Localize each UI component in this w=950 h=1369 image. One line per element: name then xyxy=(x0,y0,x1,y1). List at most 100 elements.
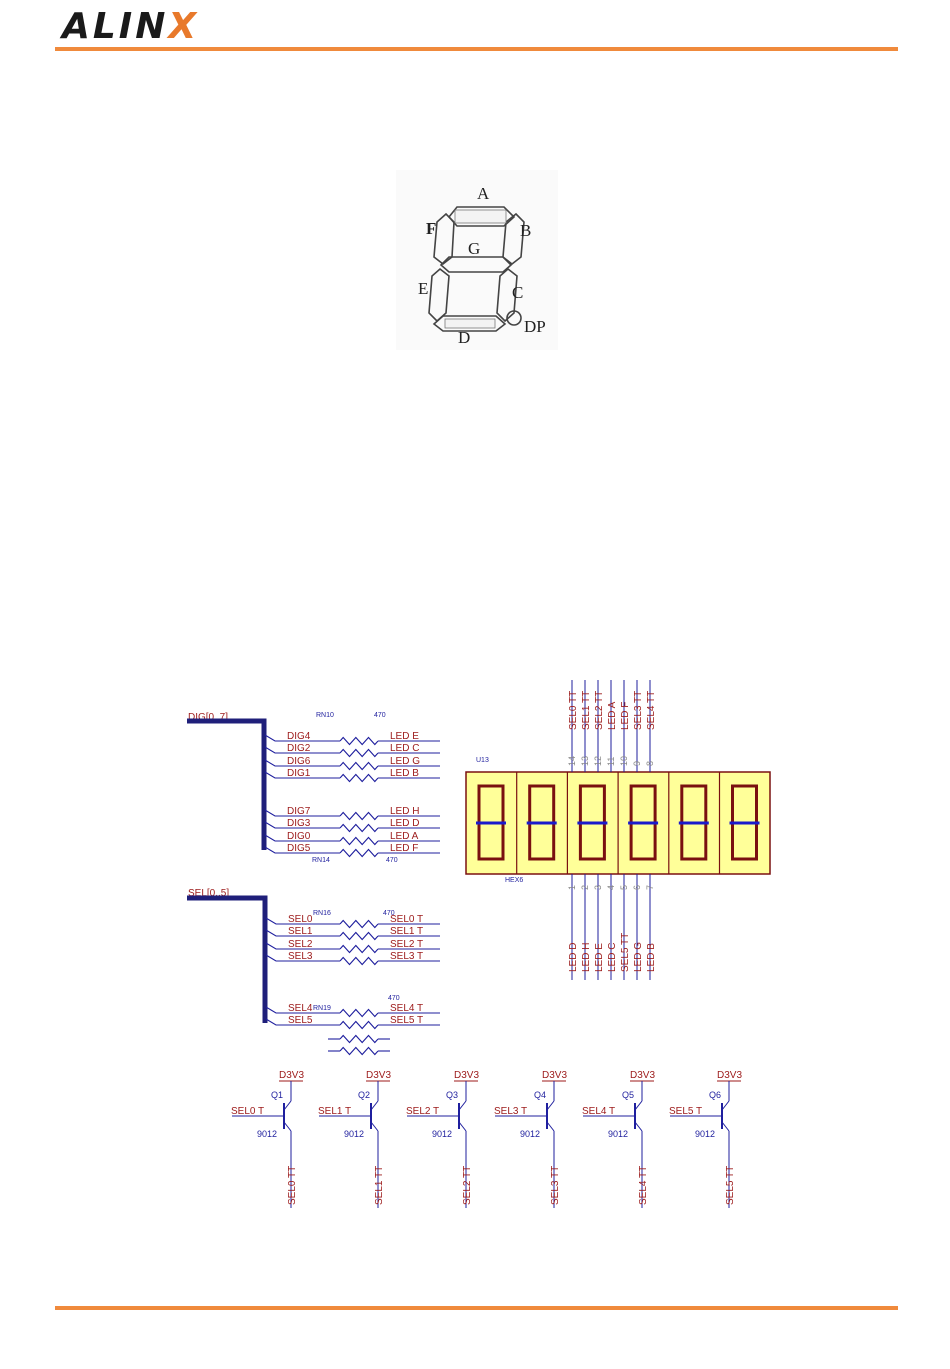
net-label-in: DIG7 xyxy=(287,806,311,817)
collector-net-label: SEL4 TT xyxy=(638,1166,649,1205)
net-wire xyxy=(264,834,340,842)
base-net-label: SEL4 T xyxy=(582,1106,615,1117)
collector-net-label: SEL1 TT xyxy=(374,1166,385,1205)
transistor-collector xyxy=(370,1121,379,1132)
pin-net-label: LED G xyxy=(633,942,644,972)
label-e: E xyxy=(418,279,428,298)
label-b: B xyxy=(520,221,531,240)
resistor xyxy=(339,1008,379,1018)
base-net-label: SEL2 T xyxy=(406,1106,439,1117)
resistor xyxy=(339,773,379,783)
transistor-ref: Q2 xyxy=(358,1090,370,1100)
transistor-collector xyxy=(546,1121,555,1132)
resistor xyxy=(339,761,379,771)
label-c: C xyxy=(512,283,523,302)
resistor xyxy=(339,1020,379,1030)
supply-label: D3V3 xyxy=(366,1070,391,1081)
pin-net-label: LED H xyxy=(581,943,592,972)
base-net-label: SEL3 T xyxy=(494,1106,527,1117)
segment-d xyxy=(432,315,507,332)
collector-net-label: SEL5 TT xyxy=(725,1166,736,1205)
rn19-ref: RN19 xyxy=(313,1005,331,1012)
net-label-in: DIG3 xyxy=(287,818,311,829)
rn16-value: 470 xyxy=(383,910,395,917)
supply-label: D3V3 xyxy=(630,1070,655,1081)
net-label-in: SEL5 xyxy=(288,1015,313,1026)
rn10-value: 470 xyxy=(374,712,386,719)
pin-number: 1 xyxy=(567,885,577,890)
rn10-ref: RN10 xyxy=(316,712,334,719)
transistor-part: 9012 xyxy=(344,1129,364,1139)
transistor-ref: Q5 xyxy=(622,1090,634,1100)
net-wire xyxy=(265,1006,340,1014)
net-wire xyxy=(264,759,340,767)
pin-net-label: LED D xyxy=(568,943,579,972)
supply-label: D3V3 xyxy=(279,1070,304,1081)
pin-net-label: LED A xyxy=(607,701,618,730)
net-label-out: SEL1 T xyxy=(390,926,423,937)
pin-number: 3 xyxy=(593,885,603,890)
logo-main-text: ALIN xyxy=(62,6,169,47)
segment-c xyxy=(496,267,518,323)
net-label-out: LED D xyxy=(390,818,419,829)
logo-x-text: X xyxy=(168,6,200,47)
pin-number: 10 xyxy=(619,756,629,766)
net-label-out: SEL0 T xyxy=(390,914,423,925)
label-a: A xyxy=(477,184,490,203)
transistor-collector xyxy=(634,1121,643,1132)
pin-net-label: SEL1 TT xyxy=(581,691,592,730)
resistor xyxy=(339,1046,379,1056)
pin-number: 6 xyxy=(632,885,642,890)
net-wire xyxy=(264,809,340,817)
u13-ref: U13 xyxy=(476,757,489,764)
resistor xyxy=(339,956,379,966)
pin-net-label: SEL3 TT xyxy=(633,691,644,730)
net-wire xyxy=(264,846,340,854)
sel-bus xyxy=(187,895,268,1023)
net-label-in: SEL2 xyxy=(288,939,313,950)
net-wire xyxy=(265,917,340,925)
pin-net-label: SEL2 TT xyxy=(594,691,605,730)
base-net-label: SEL5 T xyxy=(669,1106,702,1117)
pin-net-label: SEL0 TT xyxy=(568,691,579,730)
transistor-emitter xyxy=(546,1100,555,1111)
resistor xyxy=(339,811,379,821)
resistor xyxy=(339,848,379,858)
transistor-emitter xyxy=(721,1100,730,1111)
transistor-part: 9012 xyxy=(432,1129,452,1139)
supply-label: D3V3 xyxy=(542,1070,567,1081)
transistor-ref: Q3 xyxy=(446,1090,458,1100)
rn19-value: 470 xyxy=(388,995,400,1002)
resistor xyxy=(339,736,379,746)
segment-g xyxy=(439,256,513,273)
rn16-ref: RN16 xyxy=(313,910,331,917)
pin-number: 2 xyxy=(580,885,590,890)
transistor-collector xyxy=(283,1121,292,1132)
pin-number: 11 xyxy=(606,757,616,766)
transistor-ref: Q4 xyxy=(534,1090,546,1100)
resistor xyxy=(339,836,379,846)
sel-bus-label: SEL[0..5] xyxy=(188,888,229,899)
transistor-emitter xyxy=(458,1100,467,1111)
label-f: F xyxy=(426,219,436,238)
net-label-out: LED H xyxy=(390,806,419,817)
net-label-out: SEL3 T xyxy=(390,951,423,962)
transistor-collector xyxy=(721,1121,730,1132)
transistor-emitter xyxy=(634,1100,643,1111)
collector-net-label: SEL2 TT xyxy=(462,1166,473,1205)
net-label-in: DIG4 xyxy=(287,731,311,742)
collector-net-label: SEL3 TT xyxy=(550,1166,561,1205)
resistor xyxy=(339,919,379,929)
transistor-emitter xyxy=(370,1100,379,1111)
net-wire xyxy=(265,942,340,950)
pin-net-label: SEL5 TT xyxy=(620,933,631,972)
net-wire xyxy=(265,929,340,937)
net-wire xyxy=(264,771,340,779)
net-label-out: LED B xyxy=(390,768,419,779)
transistor-emitter xyxy=(283,1100,292,1111)
net-label-out: LED F xyxy=(390,843,418,854)
net-wire xyxy=(264,734,340,742)
collector-net-label: SEL0 TT xyxy=(287,1166,298,1205)
